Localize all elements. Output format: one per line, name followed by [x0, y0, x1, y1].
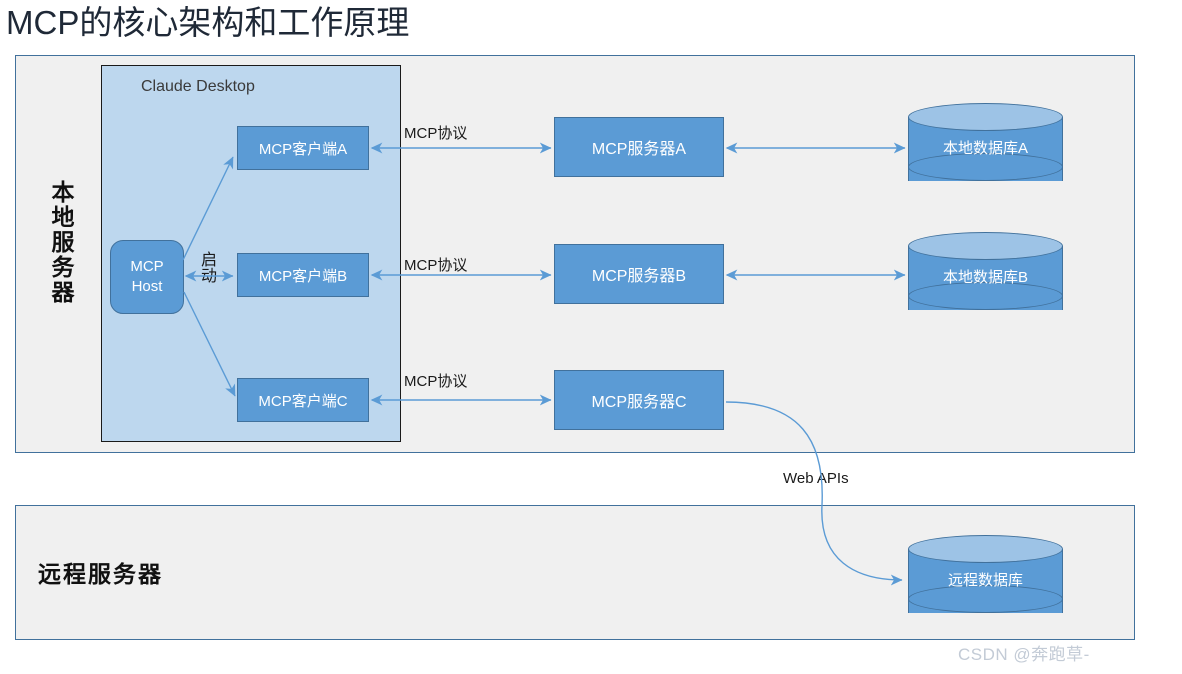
cylinder-bottom-ellipse — [908, 282, 1063, 310]
mcp-server-b-node[interactable]: MCP服务器B — [554, 244, 724, 304]
mcp-server-a-node[interactable]: MCP服务器A — [554, 117, 724, 177]
cylinder-top-ellipse — [908, 232, 1063, 260]
claude-desktop-label: Claude Desktop — [141, 78, 255, 95]
mcp-server-c-node[interactable]: MCP服务器C — [554, 370, 724, 430]
cylinder-bottom-ellipse — [908, 153, 1063, 181]
mcp-client-c-node[interactable]: MCP客户端C — [237, 378, 369, 422]
cylinder-bottom-ellipse — [908, 585, 1063, 613]
mcp-host-line2: Host — [131, 278, 163, 295]
web-apis-edge-label: Web APIs — [783, 470, 849, 487]
page-title: MCP的核心架构和工作原理 — [6, 4, 410, 41]
local-database-a-label: 本地数据库A — [942, 140, 1028, 157]
mcp-protocol-label-b: MCP协议 — [404, 257, 468, 274]
mcp-host-node[interactable]: MCP Host — [110, 240, 184, 314]
mcp-protocol-label-c: MCP协议 — [404, 373, 468, 390]
remote-server-label: 远程服务器 — [38, 561, 163, 587]
mcp-protocol-label-a: MCP协议 — [404, 125, 468, 142]
cylinder-top-ellipse — [908, 103, 1063, 131]
local-database-b-label: 本地数据库B — [942, 269, 1028, 286]
csdn-watermark: CSDN @奔跑草- — [958, 645, 1090, 664]
remote-database-label: 远程数据库 — [947, 572, 1023, 589]
local-server-vertical-label: 本地服务器 — [48, 180, 74, 305]
start-edge-label: 启动 — [198, 251, 215, 283]
remote-database-node[interactable]: 远程数据库 — [908, 535, 1063, 627]
local-database-a-node[interactable]: 本地数据库A — [908, 103, 1063, 195]
cylinder-top-ellipse — [908, 535, 1063, 563]
local-database-b-node[interactable]: 本地数据库B — [908, 232, 1063, 324]
mcp-client-a-node[interactable]: MCP客户端A — [237, 126, 369, 170]
mcp-host-line1: MCP — [130, 258, 164, 275]
mcp-client-b-node[interactable]: MCP客户端B — [237, 253, 369, 297]
